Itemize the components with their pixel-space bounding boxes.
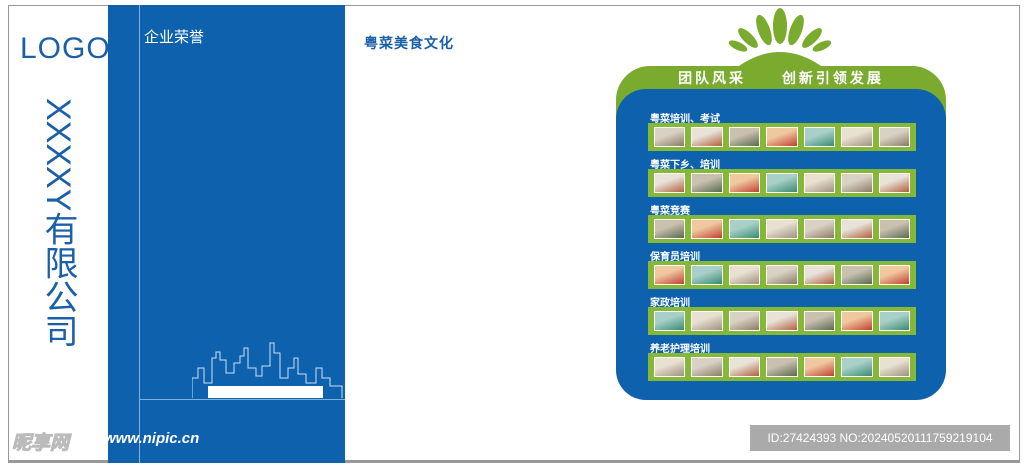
row-label: 保育员培训 [650, 252, 700, 263]
photo [878, 311, 910, 331]
photo [766, 127, 798, 147]
photo [766, 265, 798, 285]
photo [691, 173, 723, 193]
photo [766, 311, 798, 331]
row-label: 粤菜竞赛 [650, 206, 690, 217]
photo [691, 265, 723, 285]
photo [841, 265, 873, 285]
photo [841, 173, 873, 193]
watermark-id: ID:27424393 NO:20240520111759219104 [750, 425, 1010, 451]
photo [728, 219, 761, 239]
culture-title: 粤菜美食文化 [364, 36, 454, 52]
photo-strip [648, 123, 916, 151]
divider [139, 399, 345, 400]
board-slogan: 团队风采 创新引领发展 [616, 68, 946, 88]
skyline-icon [192, 342, 343, 398]
photo [654, 173, 686, 193]
photo-strip [648, 353, 916, 381]
watermark-site: 昵享网 [11, 432, 70, 455]
frame [8, 5, 1020, 463]
photo-strip [648, 215, 916, 243]
photo [728, 357, 761, 377]
row-label: 家政培训 [650, 298, 690, 309]
row-label: 养老护理培训 [650, 344, 710, 355]
photo [803, 311, 836, 331]
photo [766, 219, 798, 239]
photo [803, 173, 836, 193]
slogan-left: 团队风采 [678, 71, 747, 87]
photo [878, 219, 910, 239]
leaf-logo-icon [728, 8, 832, 68]
watermark-url: www.nipic.cn [104, 430, 200, 447]
photo [728, 311, 761, 331]
photo [691, 311, 723, 331]
photo [841, 127, 873, 147]
photo [691, 357, 723, 377]
row-label: 粤菜培训、考试 [650, 114, 720, 125]
photo [841, 219, 873, 239]
slogan-right: 创新引领发展 [781, 71, 884, 87]
photo [841, 311, 873, 331]
photo [803, 357, 836, 377]
photo [803, 127, 836, 147]
photo-strip [648, 261, 916, 289]
photo [766, 173, 798, 193]
photo [728, 127, 761, 147]
photo [691, 219, 723, 239]
photo [728, 173, 761, 193]
row-label: 粤菜下乡、培训 [650, 160, 720, 171]
photo [766, 357, 798, 377]
photo [878, 265, 910, 285]
photo [691, 127, 723, 147]
photo [803, 265, 836, 285]
honor-title: 企业荣誉 [144, 28, 205, 46]
photo [878, 127, 910, 147]
photo [803, 219, 836, 239]
photo [878, 173, 910, 193]
logo: LOGO [20, 32, 111, 65]
company-name: XXXXY有限公司 [39, 98, 77, 348]
photo [654, 127, 686, 147]
photo [841, 357, 873, 377]
photo-strip [648, 169, 916, 197]
photo-strip [648, 307, 916, 335]
photo [654, 219, 686, 239]
photo [654, 265, 686, 285]
photo [654, 357, 686, 377]
photo [728, 265, 761, 285]
photo [654, 311, 686, 331]
photo [878, 357, 910, 377]
divider [139, 5, 140, 463]
